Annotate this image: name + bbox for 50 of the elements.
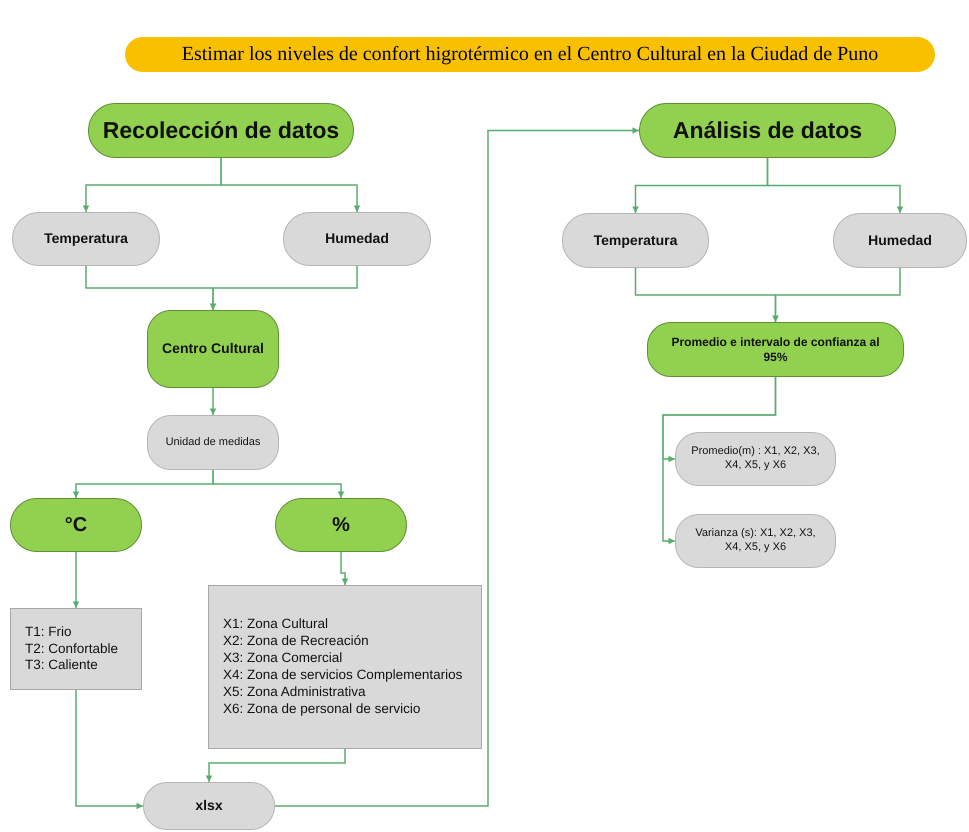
process-pill — [147, 415, 279, 470]
connector-arrow — [72, 552, 80, 608]
node-label: Recolección de datos — [102, 116, 340, 145]
list-item: T3: Caliente — [25, 657, 98, 674]
connector-arrow — [772, 268, 901, 322]
node-label: Varianza (s): X1, X2, X3, X4, X5, y X6 — [694, 527, 817, 555]
node-label: Temperatura — [594, 232, 678, 250]
list-item: X3: Zona Comercial — [223, 650, 342, 667]
node-label: Promedio(m) : X1, X2, X3, X4, X5, y X6 — [690, 445, 821, 473]
process-pill — [283, 212, 431, 266]
connector-arrow — [206, 749, 346, 782]
list-box — [208, 585, 482, 749]
process-pill — [12, 212, 160, 266]
node-label: Temperatura — [44, 230, 128, 248]
connector-arrow — [210, 266, 358, 310]
process-pill — [147, 310, 279, 388]
connector-arrow — [275, 127, 639, 807]
list-box — [10, 608, 142, 690]
connector-arrow — [766, 158, 904, 213]
node-label: Humedad — [868, 232, 932, 250]
node-label: % — [332, 512, 350, 538]
node-label: Humedad — [325, 230, 389, 248]
process-pill — [675, 514, 836, 568]
connector-arrow — [662, 377, 776, 544]
node-label: Promedio e intervalo de confianza al 95% — [670, 334, 881, 364]
title-banner: Estimar los niveles de confort higrotérmico en el Centro Cultural en la Ciudad de Puno — [125, 37, 935, 72]
process-pill — [143, 782, 275, 830]
list-item: X6: Zona de personal de servicio — [223, 700, 420, 718]
list-item: X4: Zona de servicios Complementarios — [223, 667, 462, 684]
connector-arrow — [212, 470, 344, 498]
connector-arrow — [220, 158, 360, 212]
process-pill — [833, 213, 967, 268]
node-label: Unidad de medidas — [166, 436, 260, 450]
connector-arrow — [340, 552, 348, 585]
process-pill — [562, 213, 709, 268]
process-pill — [275, 498, 407, 552]
process-pill — [647, 322, 904, 377]
list-item: X1: Zona Cultural — [223, 616, 328, 634]
node-label: °C — [64, 512, 88, 538]
node-label: Análisis de datos — [672, 116, 862, 145]
list-item: T2: Confortable — [25, 640, 118, 658]
connector-arrow — [210, 388, 216, 415]
node-label: xlsx — [195, 797, 223, 815]
process-pill — [675, 432, 836, 486]
process-pill — [10, 498, 142, 552]
node-label: Centro Cultural — [162, 340, 264, 358]
list-item: X2: Zona de Recreación — [223, 633, 369, 650]
list-item: X5: Zona Administrativa — [223, 684, 366, 701]
list-item: T1: Frio — [25, 624, 72, 641]
connector-arrow — [75, 690, 143, 810]
